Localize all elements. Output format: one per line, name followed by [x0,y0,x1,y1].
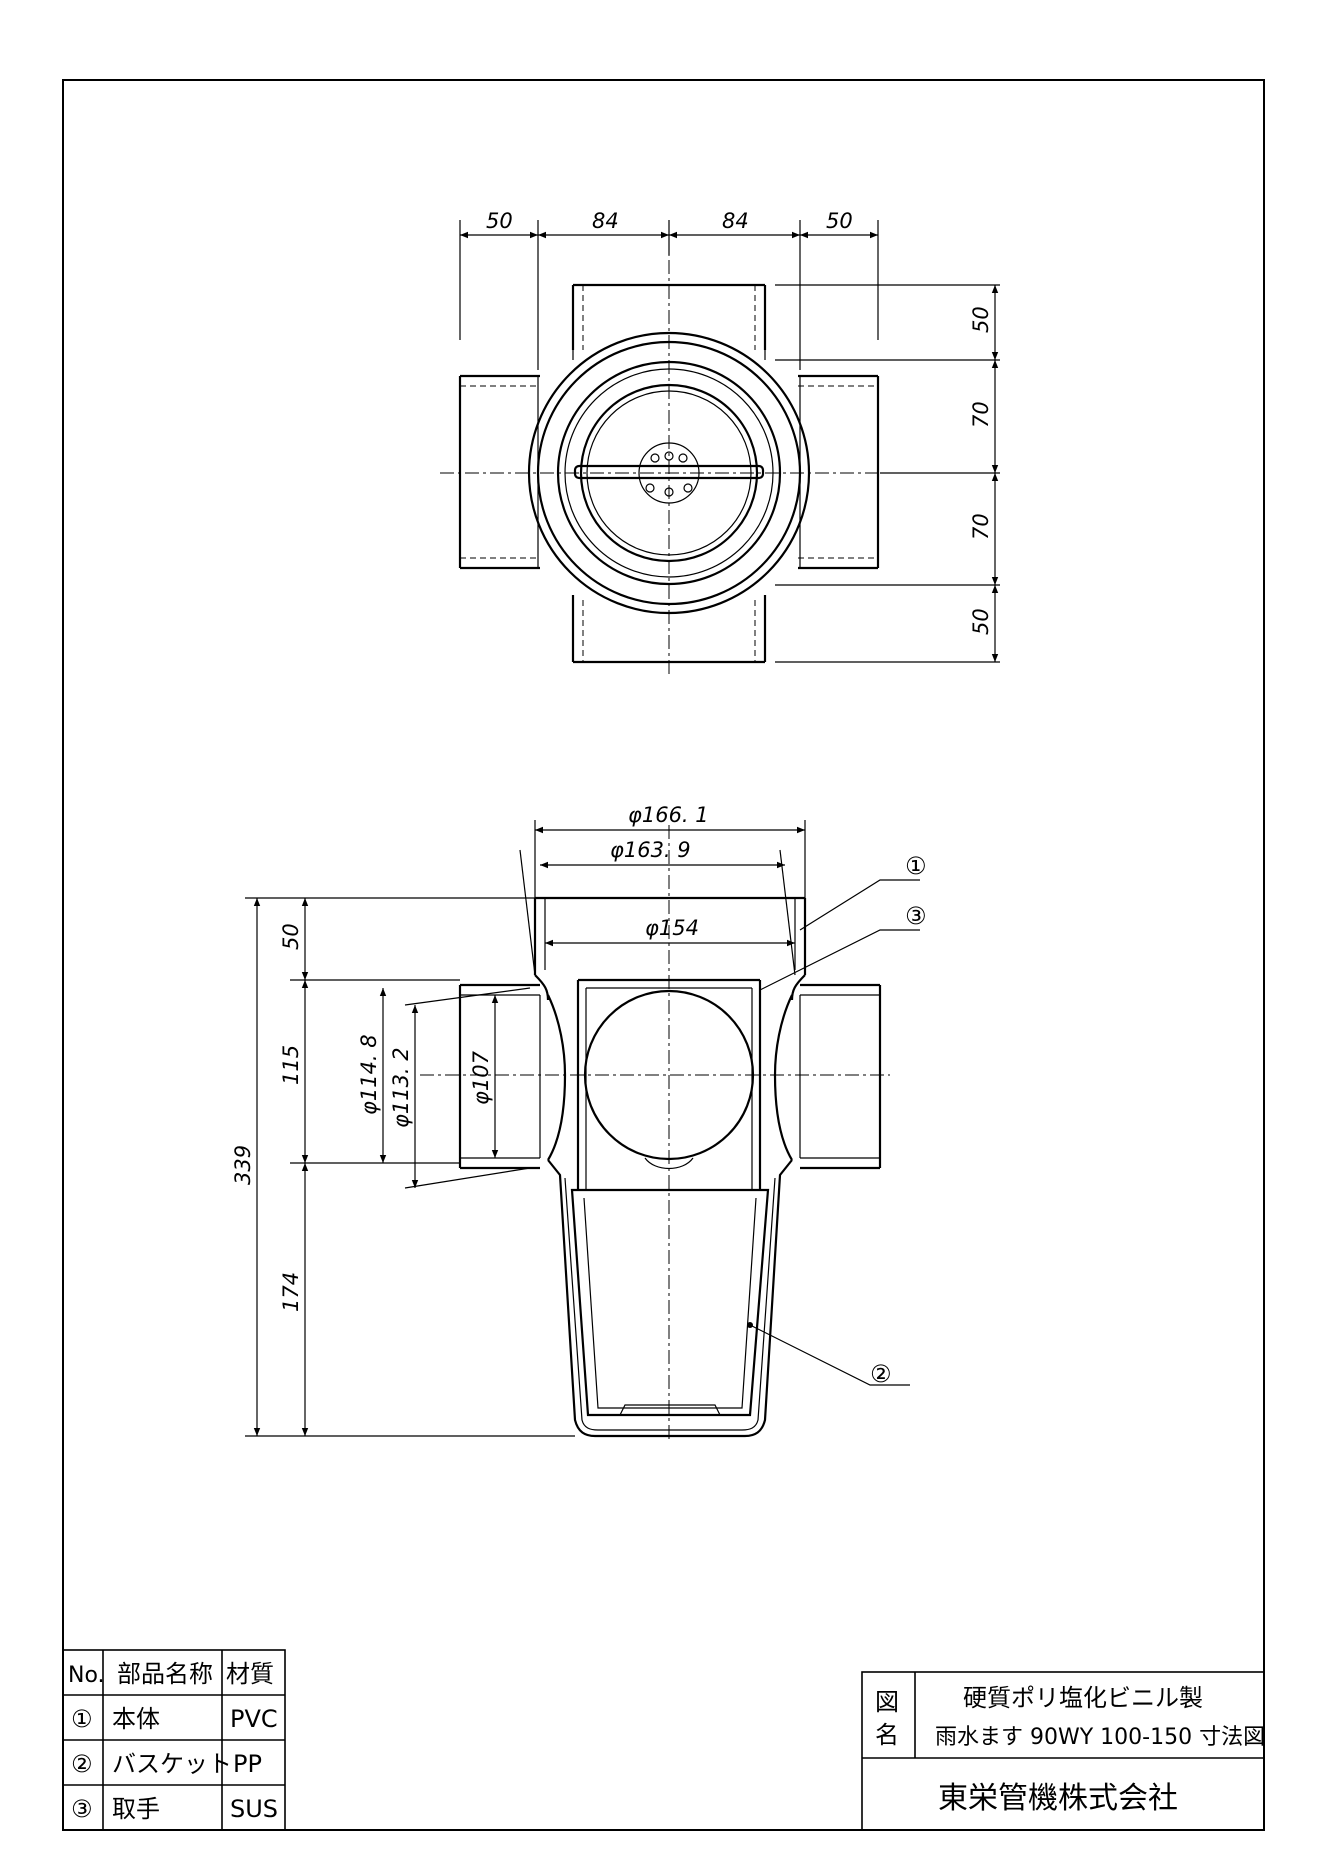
dim-height-bot: 174 [279,1272,303,1312]
side-view: 339 50 115 174 φ114. 8 φ113. 2 φ107 φ166… [231,803,927,1440]
dim-phi-166-1: φ166. 1 [628,803,709,827]
dim-phi-114-8: φ114. 8 [357,1034,381,1115]
table-cell: ① [71,1705,93,1733]
table-header-material: 材質 [226,1660,274,1688]
dim-height-top: 50 [279,923,303,950]
dim-height-total: 339 [231,1145,255,1185]
dim-top-1: 50 [486,209,513,233]
dim-height-mid: 115 [279,1045,303,1085]
table-cell: 取手 [112,1795,160,1823]
dim-right-2: 70 [969,401,993,428]
company-name: 東栄管機株式会社 [938,1781,1178,1816]
dim-right-4: 50 [969,608,993,635]
dim-top-3: 84 [722,209,749,233]
dim-right-1: 50 [969,306,993,333]
dim-phi-113-2: φ113. 2 [389,1047,413,1128]
title-label-bottom: 名 [875,1721,899,1749]
dim-phi-163-9: φ163. 9 [610,838,691,862]
title-block: 図 名 硬質ポリ塩化ビニル製 雨水ます 90WY 100-150 寸法図 東栄管… [861,1671,1265,1831]
title-line-2: 雨水ます 90WY 100-150 寸法図 [935,1725,1265,1750]
callout-2: ② [870,1360,892,1388]
table-cell: ③ [71,1795,93,1823]
dim-right-3: 70 [969,513,993,540]
parts-table: No. 部品名称 材質 ① 本体 PVC ② バスケット PP ③ 取手 SUS [62,1649,286,1831]
callout-1: ① [905,852,927,880]
table-cell: バスケット [112,1750,232,1778]
table-cell: 本体 [112,1705,160,1733]
table-cell: PVC [230,1705,278,1733]
title-label-top: 図 [875,1688,899,1716]
top-view: 50 84 84 50 50 70 70 50 [440,209,1000,675]
table-cell: SUS [230,1795,278,1823]
title-line-1: 硬質ポリ塩化ビニル製 [963,1684,1203,1712]
dim-phi-154: φ154 [645,916,699,940]
table-header-name: 部品名称 [117,1660,213,1688]
table-cell: ② [71,1750,93,1778]
table-header-no: No. [68,1663,105,1688]
dim-top-2: 84 [592,209,619,233]
callout-3: ③ [905,902,927,930]
dim-phi-107: φ107 [469,1050,493,1105]
dim-top-4: 50 [826,209,853,233]
table-cell: PP [233,1750,262,1778]
drawing-frame [62,79,1265,1831]
